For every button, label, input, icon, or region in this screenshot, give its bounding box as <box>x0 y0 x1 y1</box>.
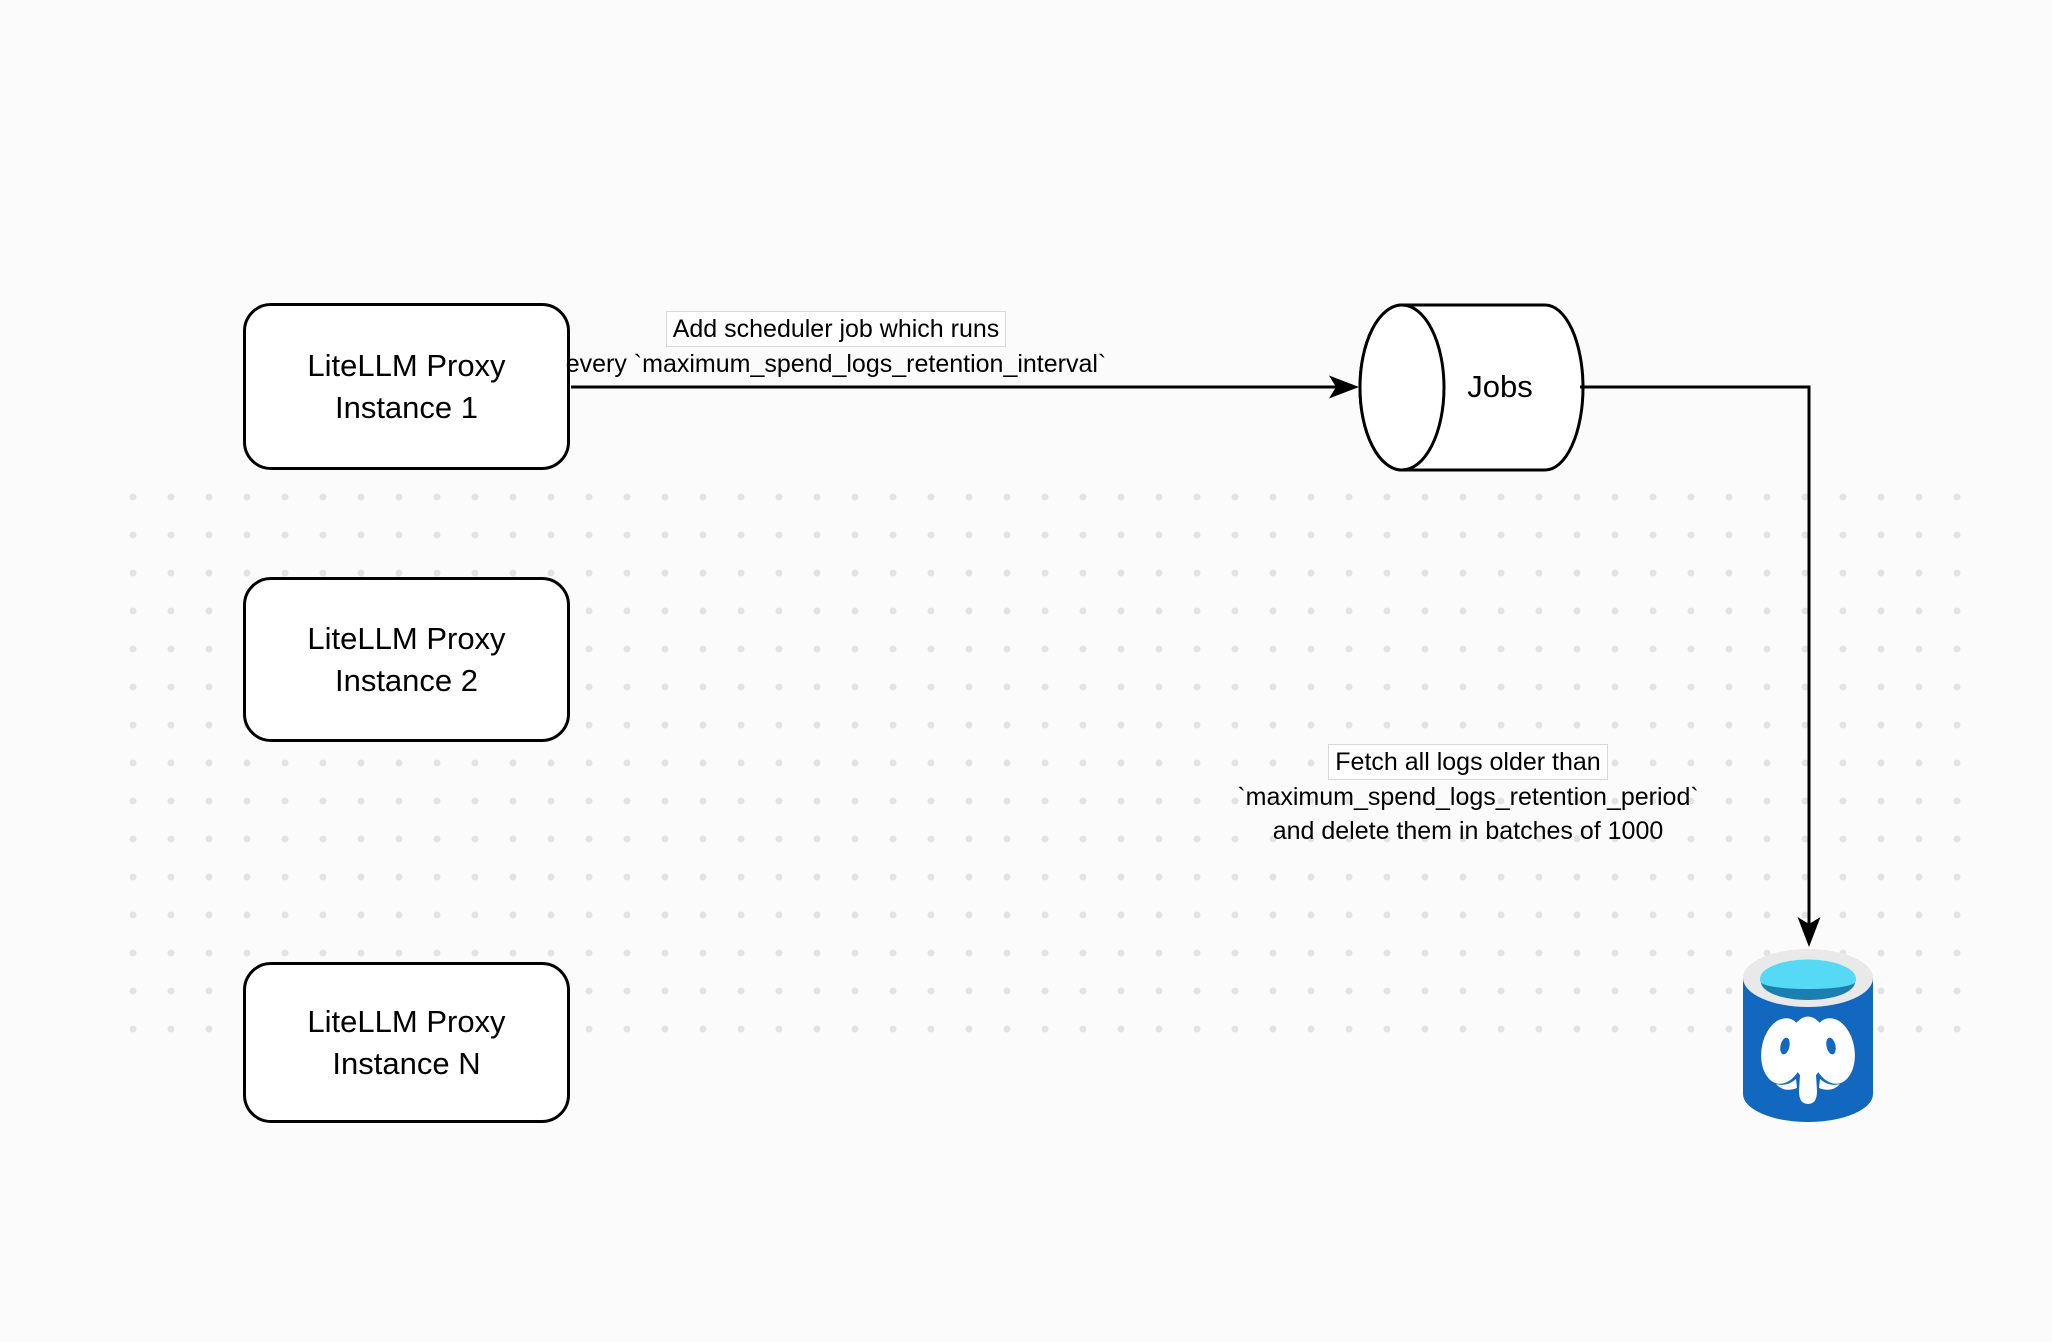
node-litellm-proxy-instance-2: LiteLLM Proxy Instance 2 <box>243 577 570 742</box>
fetch-edge-label: Fetch all logs older than `maximum_spend… <box>1138 744 1798 848</box>
dot-grid-background <box>114 478 1980 1049</box>
node-litellm-proxy-instance-1: LiteLLM Proxy Instance 1 <box>243 303 570 470</box>
jobs-node-label: Jobs <box>1467 369 1533 404</box>
scheduler-edge-label-line2: every `maximum_spend_logs_retention_inte… <box>565 350 1107 378</box>
node-litellm-proxy-instance-n: LiteLLM Proxy Instance N <box>243 962 570 1123</box>
node-label-line2: Instance 1 <box>334 389 479 425</box>
node-label-line1: LiteLLM Proxy <box>307 1003 506 1039</box>
postgres-top-shadow <box>1761 982 1855 1000</box>
jobs-cylinder <box>1358 303 1585 472</box>
jobs-cylinder-cap <box>1358 303 1446 472</box>
fetch-arrow-line <box>1580 385 1811 925</box>
postgres-elephant-right-eye <box>1826 1037 1836 1055</box>
node-label-line1: LiteLLM Proxy <box>307 620 506 656</box>
postgres-elephant-left-eye <box>1780 1037 1790 1055</box>
postgresql-database-icon <box>1743 949 1873 1122</box>
scheduler-arrowhead-icon <box>1329 375 1359 399</box>
node-label-line2: Instance N <box>332 1045 481 1081</box>
node-label-line1: LiteLLM Proxy <box>307 347 506 383</box>
scheduler-edge-label-line1: Add scheduler job which runs <box>486 311 1186 347</box>
node-label-line2: Instance 2 <box>334 662 479 698</box>
scheduler-arrow <box>571 375 1359 399</box>
fetch-edge-label-line3: and delete them in batches of 1000 <box>1272 817 1664 845</box>
fetch-arrow <box>1580 385 1821 947</box>
fetch-edge-label-line1: Fetch all logs older than <box>1138 744 1798 780</box>
scheduler-edge-label: Add scheduler job which runs every `maxi… <box>486 311 1186 381</box>
fetch-edge-label-line2: `maximum_spend_logs_retention_period` <box>1237 783 1699 811</box>
fetch-arrowhead-icon <box>1797 917 1821 947</box>
